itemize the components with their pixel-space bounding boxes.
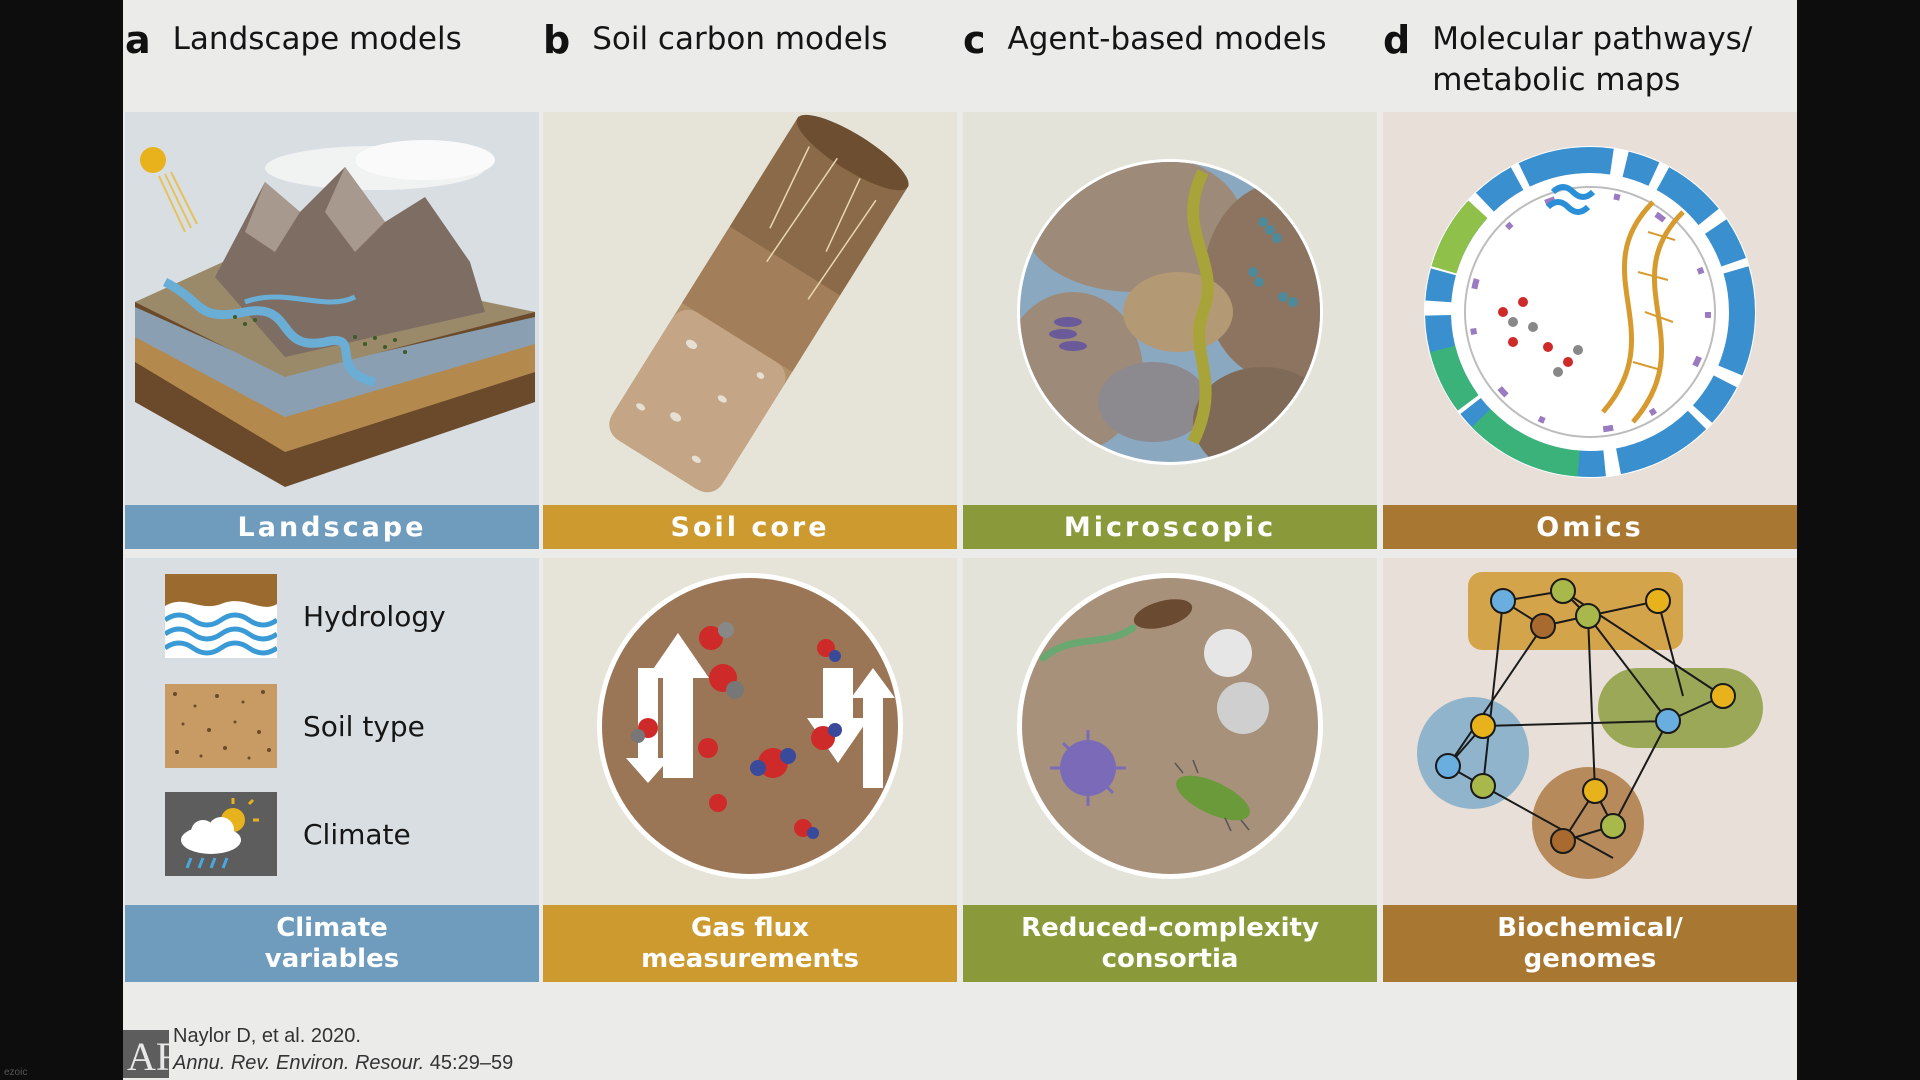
caption-climate-variables: Climate variables xyxy=(125,905,539,982)
microscopic-panel xyxy=(963,112,1377,505)
citation: Naylor D, et al. 2020. Annu. Rev. Enviro… xyxy=(173,1023,513,1077)
header-a: a Landscape models xyxy=(125,14,462,66)
legend-label: Soil type xyxy=(303,709,425,743)
hydrology-icon xyxy=(165,574,277,658)
header-letter: d xyxy=(1383,18,1411,62)
figure-slide: a Landscape models b Soil carbon models … xyxy=(123,0,1797,1080)
climate-legend-panel: Hydrology Soil type xyxy=(125,558,539,905)
soil-type-icon xyxy=(165,684,277,768)
soil-core-panel xyxy=(543,112,957,505)
sun-icon xyxy=(140,147,166,173)
scale-label-soil-core: Soil core xyxy=(543,505,957,549)
scale-label-microscopic: Microscopic xyxy=(963,505,1377,549)
soil-microscopic-illustration xyxy=(1017,159,1323,465)
caption-consortia: Reduced-complexity consortia xyxy=(963,905,1377,982)
svg-text:AR: AR xyxy=(127,1034,169,1078)
scale-label-landscape: Landscape xyxy=(125,505,539,549)
legend-climate: Climate xyxy=(165,792,411,876)
header-letter: a xyxy=(125,18,151,62)
header-letter: b xyxy=(543,18,571,62)
header-title: Soil carbon models xyxy=(592,21,888,57)
metabolic-network-illustration xyxy=(1417,572,1763,879)
gas-flux-illustration xyxy=(597,573,903,879)
caption-biochemical: Biochemical/ genomes xyxy=(1383,905,1797,982)
landscape-panel xyxy=(125,112,539,505)
landscape-block-illustration xyxy=(135,140,535,487)
consortia-panel xyxy=(963,558,1377,905)
citation-pages: 45:29–59 xyxy=(429,1052,514,1074)
citation-authors: Naylor D, et al. 2020. xyxy=(173,1025,361,1047)
header-b: b Soil carbon models xyxy=(543,14,888,66)
network-panel xyxy=(1383,558,1797,905)
legend-label: Climate xyxy=(303,817,411,851)
header-letter: c xyxy=(963,18,986,62)
ar-logo-icon: AR xyxy=(127,1034,183,1079)
watermark: ezoic xyxy=(4,1067,28,1078)
legend-label: Hydrology xyxy=(303,599,446,633)
legend-hydrology: Hydrology xyxy=(165,574,446,658)
citation-journal: Annu. Rev. Environ. Resour. xyxy=(173,1052,425,1074)
caption-gas-flux: Gas flux measurements xyxy=(543,905,957,982)
climate-icon xyxy=(165,792,277,876)
omics-panel xyxy=(1383,112,1797,505)
annual-reviews-logo: AR xyxy=(123,1030,183,1079)
genome-ring-illustration xyxy=(1424,146,1756,478)
header-title: Molecular pathways/ metabolic maps xyxy=(1432,21,1753,98)
header-c: c Agent-based models xyxy=(963,14,1327,66)
soil-core-illustration xyxy=(609,114,909,493)
header-d: d Molecular pathways/ metabolic maps xyxy=(1383,14,1752,101)
header-title: Agent-based models xyxy=(1007,21,1327,57)
header-title: Landscape models xyxy=(172,21,462,57)
gas-flux-panel xyxy=(543,558,957,905)
microbial-consortia-illustration xyxy=(1017,573,1323,879)
scale-label-omics: Omics xyxy=(1383,505,1797,549)
legend-soil-type: Soil type xyxy=(165,684,425,768)
